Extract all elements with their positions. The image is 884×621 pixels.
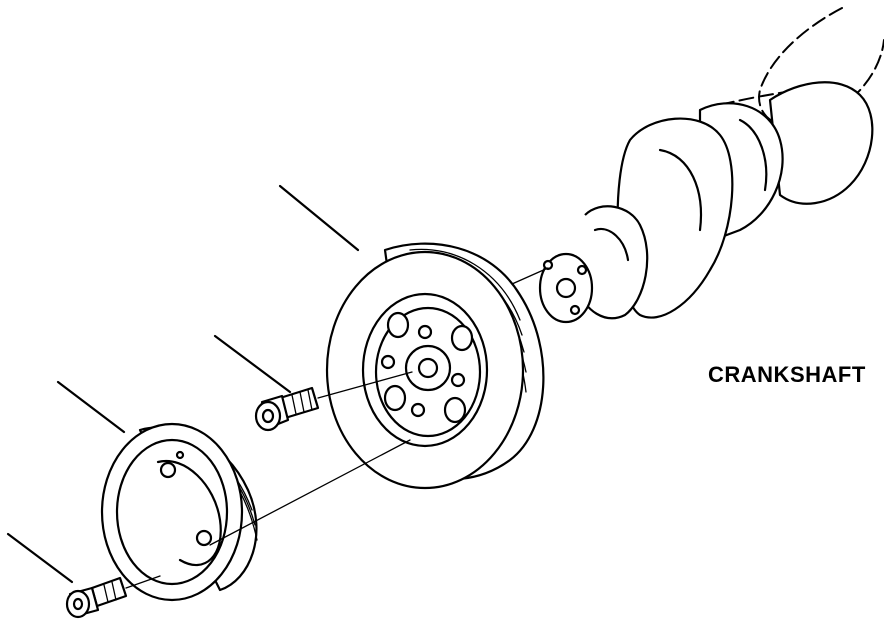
crankshaft-damper-pulley bbox=[325, 242, 545, 490]
damper-bolt bbox=[254, 386, 320, 432]
assembly-axis-lines bbox=[125, 267, 549, 589]
pulley-bolt bbox=[65, 576, 128, 619]
leader-line-damper bbox=[278, 184, 360, 252]
crankshaft bbox=[538, 7, 884, 324]
leader-lines bbox=[6, 184, 360, 584]
leader-line-pulley-bolt bbox=[6, 532, 74, 584]
crankshaft-label: CRANKSHAFT bbox=[708, 362, 866, 387]
leader-line-damper-bolt bbox=[213, 334, 292, 394]
small-pulley bbox=[100, 422, 258, 602]
leader-line-small-pulley bbox=[56, 380, 126, 434]
